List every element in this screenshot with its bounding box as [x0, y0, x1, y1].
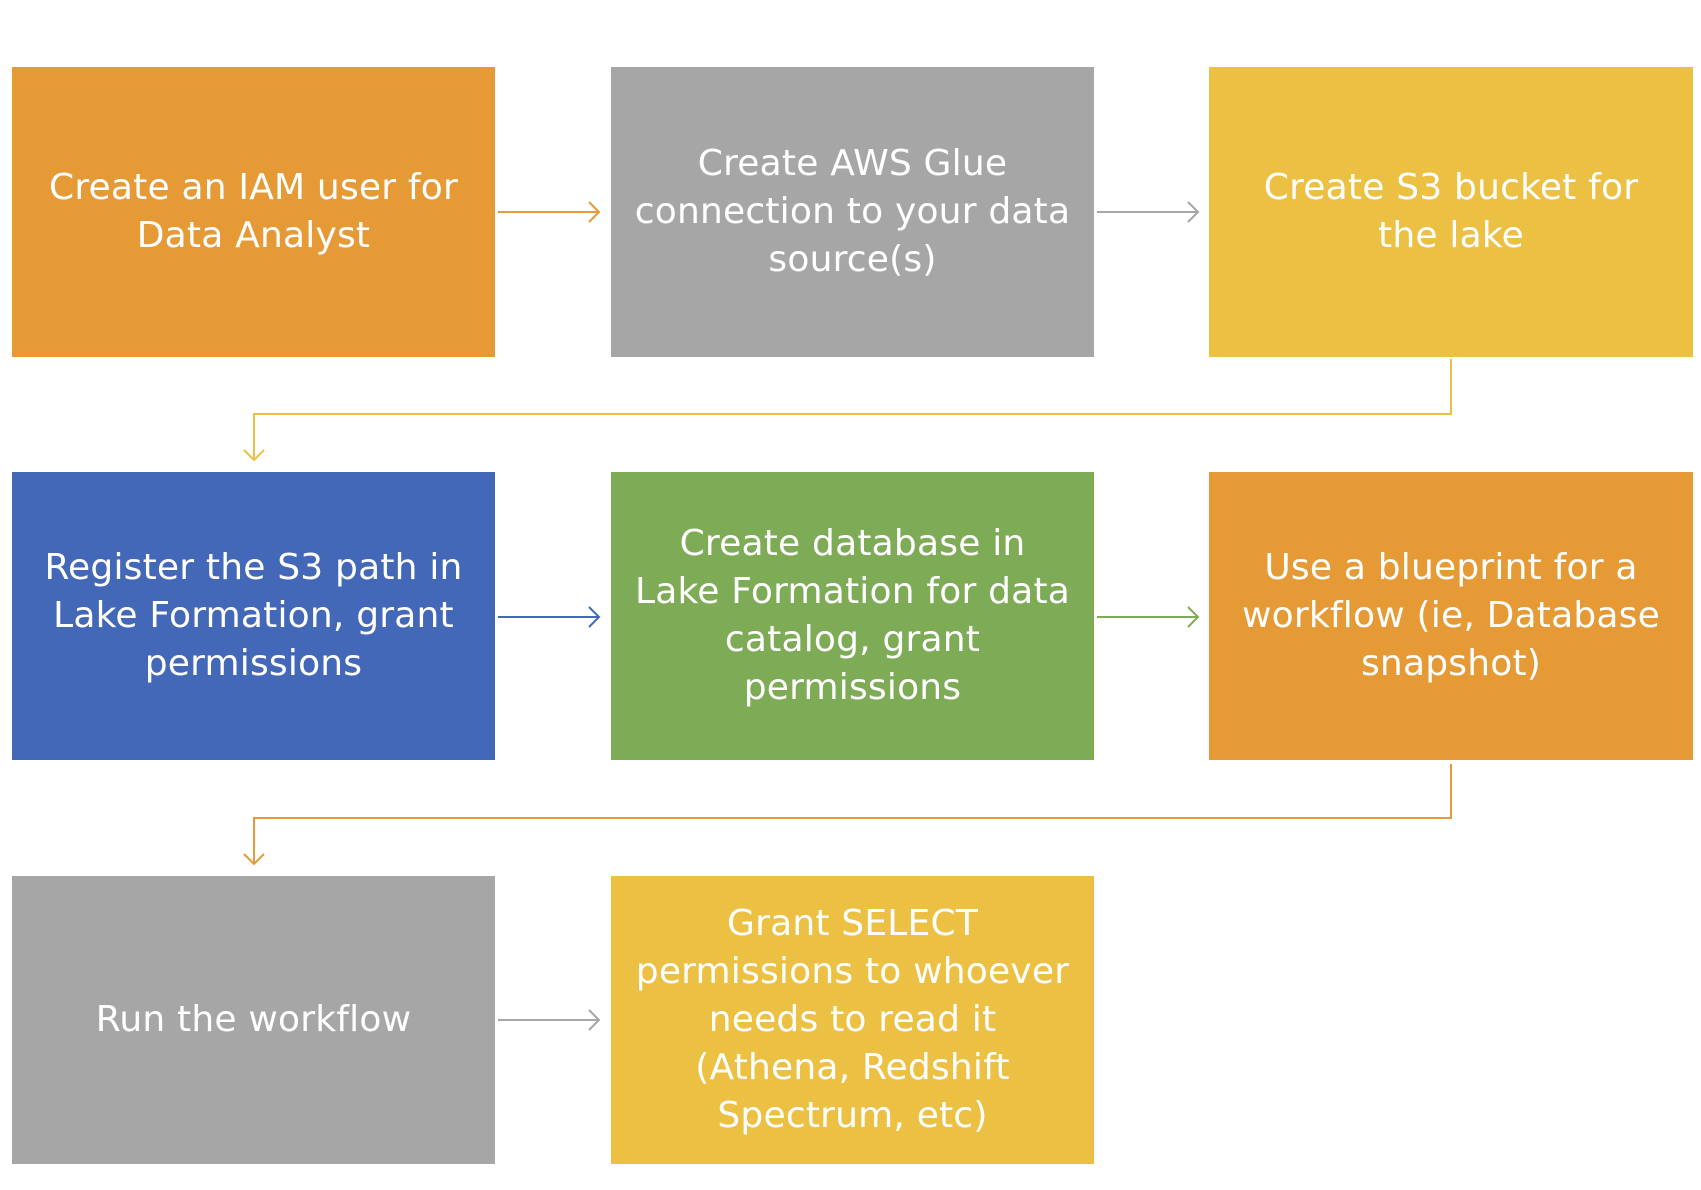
arrow-step7-to-step8 [498, 1009, 601, 1031]
arrow-step1-to-step2 [498, 201, 601, 223]
step-label: Use a blueprint for a workflow (ie, Data… [1242, 547, 1660, 684]
arrow-step6-to-step7 [243, 764, 1452, 866]
arrow-step5-to-step6 [1097, 606, 1200, 628]
step-label: Create S3 bucket for the lake [1263, 167, 1639, 256]
step-label: Create AWS Glue connection to your data … [634, 143, 1071, 280]
step-create-s3-bucket: Create S3 bucket for the lake [1209, 67, 1693, 357]
step-run-workflow: Run the workflow [12, 876, 495, 1164]
step-grant-select-permissions: Grant SELECT permissions to whoever need… [611, 876, 1094, 1164]
arrow-step2-to-step3 [1097, 201, 1200, 223]
step-create-glue-connection: Create AWS Glue connection to your data … [611, 67, 1094, 357]
arrow-step4-to-step5 [498, 606, 601, 628]
step-label: Create an IAM user for Data Analyst [49, 167, 458, 256]
step-label: Grant SELECT permissions to whoever need… [635, 903, 1070, 1136]
step-label: Run the workflow [95, 999, 412, 1040]
step-create-iam-user: Create an IAM user for Data Analyst [12, 67, 495, 357]
arrow-step3-to-step4 [243, 359, 1452, 462]
step-use-blueprint: Use a blueprint for a workflow (ie, Data… [1209, 472, 1693, 760]
step-label: Create database in Lake Formation for da… [634, 523, 1071, 708]
step-create-database: Create database in Lake Formation for da… [611, 472, 1094, 760]
step-label: Register the S3 path in Lake Formation, … [44, 547, 463, 684]
step-register-s3-path: Register the S3 path in Lake Formation, … [12, 472, 495, 760]
